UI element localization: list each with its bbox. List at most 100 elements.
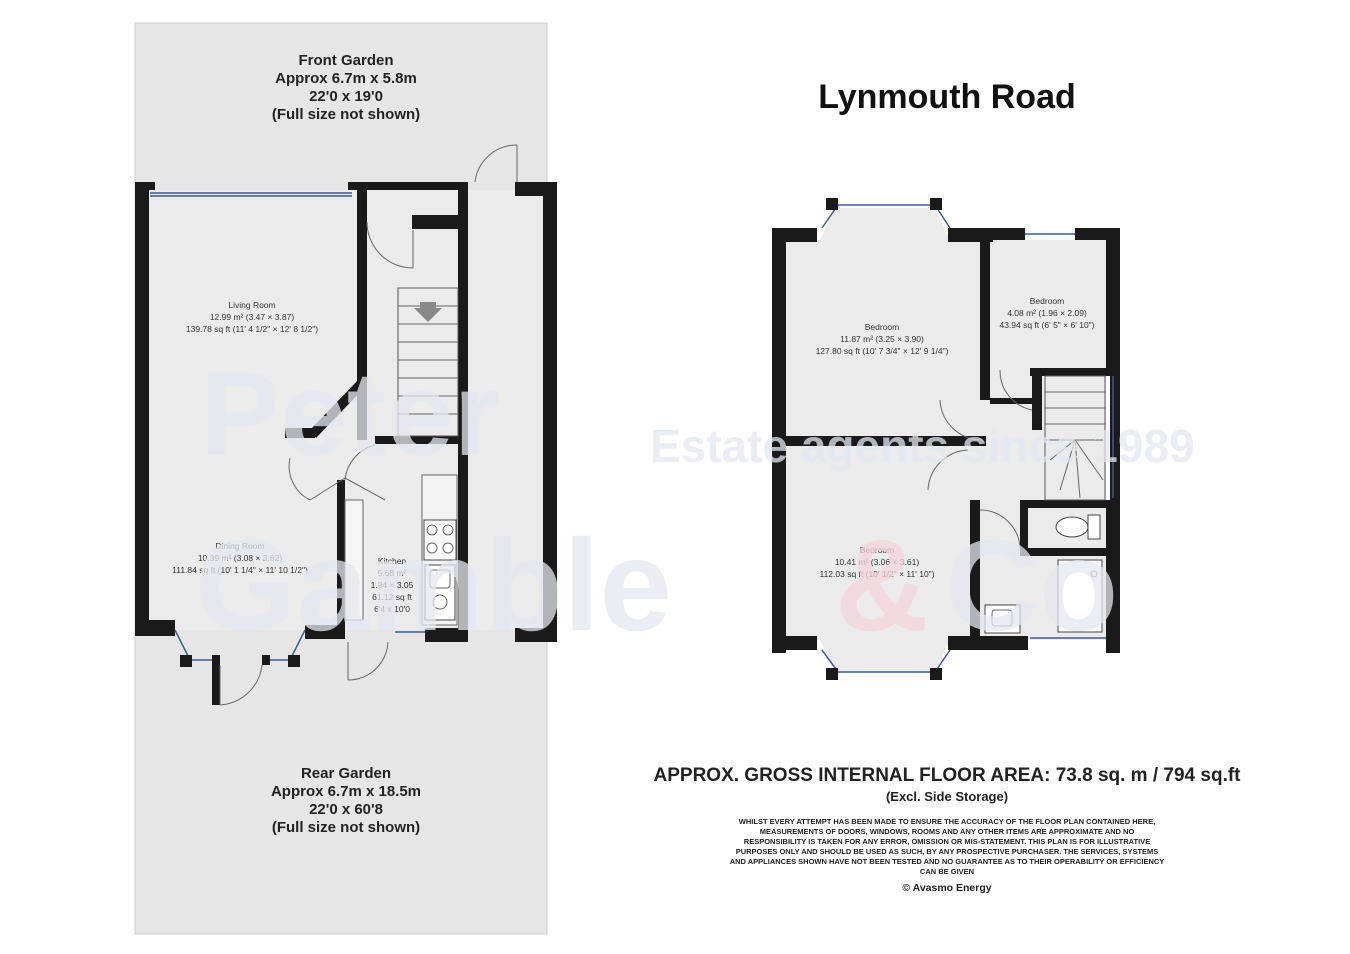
wall: [826, 198, 838, 210]
disclaimer-line: PURPOSES ONLY AND SHOULD BE USED AS SUCH…: [736, 847, 1159, 856]
wall: [135, 182, 155, 190]
kitchen-fittings: [344, 474, 458, 626]
wall: [135, 182, 149, 634]
door-swing: [219, 664, 263, 706]
bay-window: [821, 204, 951, 229]
rear-garden-name: Rear Garden: [301, 765, 391, 782]
bedroom-3-name: Bedroom: [860, 545, 895, 555]
wall: [357, 182, 367, 440]
staircase-outline: [397, 287, 459, 437]
wall: [425, 628, 468, 642]
wall: [1020, 500, 1110, 508]
stair-tread: [1059, 439, 1076, 491]
bay-window: [821, 649, 951, 673]
wall: [288, 655, 300, 667]
stair-arrow-icon: [414, 302, 442, 322]
stair-tread: [1049, 439, 1076, 461]
wall: [1020, 500, 1028, 556]
door-swing: [344, 477, 386, 501]
watermark-ampersand: &: [835, 512, 929, 658]
floor-area: APPROX. GROSS INTERNAL FLOOR AREA: 73.8 …: [654, 765, 1242, 786]
shower-tray-icon: [1057, 559, 1103, 633]
bedroom-3-area: 10.41 m² (3.06 × 3.61): [835, 557, 920, 567]
bathroom-fittings: [984, 514, 1103, 634]
bay-floor: [820, 208, 950, 240]
door-swing: [979, 509, 1021, 549]
kitchen-dims: 1.94 × 3.05: [371, 580, 414, 590]
wall: [786, 436, 986, 446]
wall: [285, 428, 315, 438]
watermark-line-2: Gamble: [195, 512, 672, 658]
dining-room-area-ft: 111.84 sq ft (10' 1 1/4" × 11' 10 1/2"): [172, 565, 308, 575]
wall: [772, 636, 817, 650]
wall: [310, 378, 366, 438]
door-swing: [366, 221, 414, 269]
wall: [305, 625, 345, 639]
wall: [1106, 500, 1120, 653]
basin-bowl: [991, 609, 1013, 627]
wall: [543, 182, 557, 642]
wall: [1106, 228, 1120, 373]
hob-ring: [442, 542, 454, 554]
bay-floor: [820, 640, 950, 672]
stair-tread: [1074, 439, 1104, 481]
front-garden-size-m: Approx 6.7m x 5.8m: [275, 70, 417, 87]
disclaimer-line: RESPONSIBILITY IS TAKEN FOR ANY ERROR, O…: [744, 837, 1150, 846]
wall: [772, 228, 817, 242]
hob-ring: [426, 542, 438, 554]
rear-garden-size-ft: 22'0 x 60'8: [309, 801, 383, 818]
door-swing: [939, 399, 983, 441]
door-swing: [288, 457, 311, 501]
wall: [375, 436, 468, 444]
staircase: [1044, 375, 1106, 501]
bedroom-1-area: 11.87 m² (3.25 × 3.90): [840, 334, 924, 344]
toilet-icon: [1055, 516, 1089, 538]
floor-area-note: (Excl. Side Storage): [886, 789, 1008, 804]
wall: [515, 628, 557, 642]
sink-bowl: [429, 569, 451, 589]
bedroom-2-area: 4.08 m² (1.96 × 2.09): [1007, 308, 1087, 318]
staircase: [397, 287, 459, 437]
kitchen-dims-ft: 6'4 x 10'0: [374, 604, 410, 614]
disclaimer-line: AND APPLIANCES SHOWN HAVE NOT BEEN TESTE…: [730, 857, 1165, 866]
wall: [180, 655, 192, 667]
living-room-area-ft: 139.78 sq ft (11' 4 1/2" × 12' 8 1/2"): [186, 324, 318, 334]
watermark-line-1: Peter: [200, 347, 500, 481]
wall: [826, 668, 838, 680]
wall: [1110, 373, 1120, 500]
wall: [1030, 368, 1120, 376]
door-swing: [927, 449, 969, 491]
agency-watermark: Peter Gamble & Co Estate agents since 19…: [195, 347, 1195, 658]
watermark-co: Co: [945, 512, 1118, 658]
door-swing: [347, 641, 389, 681]
hob-ring: [442, 524, 454, 536]
wall: [1020, 548, 1110, 556]
wall: [212, 655, 220, 705]
wall: [970, 500, 980, 640]
bedroom-1-name: Bedroom: [865, 322, 900, 332]
wall: [135, 620, 175, 636]
shower-drain: [1090, 570, 1098, 578]
stair-tread: [1074, 439, 1081, 499]
wall: [772, 228, 786, 653]
wall: [980, 228, 1025, 240]
kitchen-area: 5.68 m²: [378, 568, 407, 578]
rear-garden-size-m: Approx 6.7m x 18.5m: [271, 783, 421, 800]
wall: [412, 215, 462, 229]
disclaimer-line: WHILST EVERY ATTEMPT HAS BEEN MADE TO EN…: [739, 817, 1155, 826]
front-garden-name: Front Garden: [298, 52, 393, 69]
door-swing: [999, 369, 1033, 411]
bedroom-2-name: Bedroom: [1030, 296, 1065, 306]
wall: [262, 655, 270, 665]
kitchen-name: Kitchen: [378, 556, 407, 566]
door-swing: [309, 477, 346, 501]
bedroom-2-area-ft: 43.94 sq ft (6' 5" × 6' 10"): [999, 320, 1094, 330]
bedroom-3-area-ft: 112.03 sq ft (10' 1/2" × 11' 10"): [819, 569, 934, 579]
disclaimer-line: CAN BE GIVEN: [920, 867, 974, 876]
living-room-area: 12.99 m² (3.47 × 3.87): [210, 312, 295, 322]
front-garden-size-ft: 22'0 x 19'0: [309, 88, 383, 105]
first-floor: Bedroom 11.87 m² (3.25 × 3.90) 127.80 sq…: [772, 198, 1120, 680]
ground-floor: Front Garden Approx 6.7m x 5.8m 22'0 x 1…: [134, 22, 557, 935]
staircase-outline: [1044, 375, 1106, 501]
